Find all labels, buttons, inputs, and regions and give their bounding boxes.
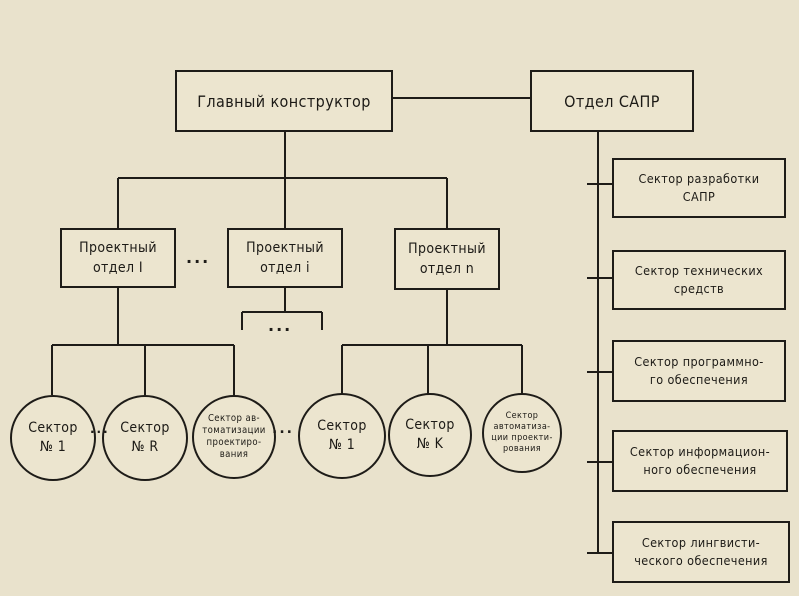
sector-left-3-automation: Сектор ав- томатизации проектиро- вания: [192, 395, 276, 479]
sector-left-2: Сектор № R: [102, 395, 188, 481]
cad-sector-development: Сектор разработки САПР: [612, 158, 786, 218]
ellipsis-departments: ...: [186, 248, 211, 267]
sector-right-2: Сектор № K: [388, 393, 472, 477]
chief-designer-box: Главный конструктор: [175, 70, 393, 132]
project-department-i: Проектный отдел i: [227, 228, 343, 288]
sector-left-1: Сектор № 1: [10, 395, 96, 481]
ellipsis-sectors-left-1: ...: [90, 422, 110, 436]
cad-sector-hardware: Сектор технических средств: [612, 250, 786, 310]
ellipsis-dept-i-sectors: ...: [268, 316, 293, 335]
cad-department-box: Отдел САПР: [530, 70, 694, 132]
cad-sector-software: Сектор программно- го обеспечения: [612, 340, 786, 402]
cad-sector-information: Сектор информацион- ного обеспечения: [612, 430, 788, 492]
sector-right-3-automation: Сектор автоматиза- ции проекти- рования: [482, 393, 562, 473]
cad-sector-linguistic: Сектор лингвисти- ческого обеспечения: [612, 521, 790, 583]
ellipsis-sectors-middle: ...: [272, 421, 294, 437]
sector-right-1: Сектор № 1: [298, 393, 386, 479]
project-department-1: Проектный отдел I: [60, 228, 176, 288]
project-department-n: Проектный отдел n: [394, 228, 500, 290]
